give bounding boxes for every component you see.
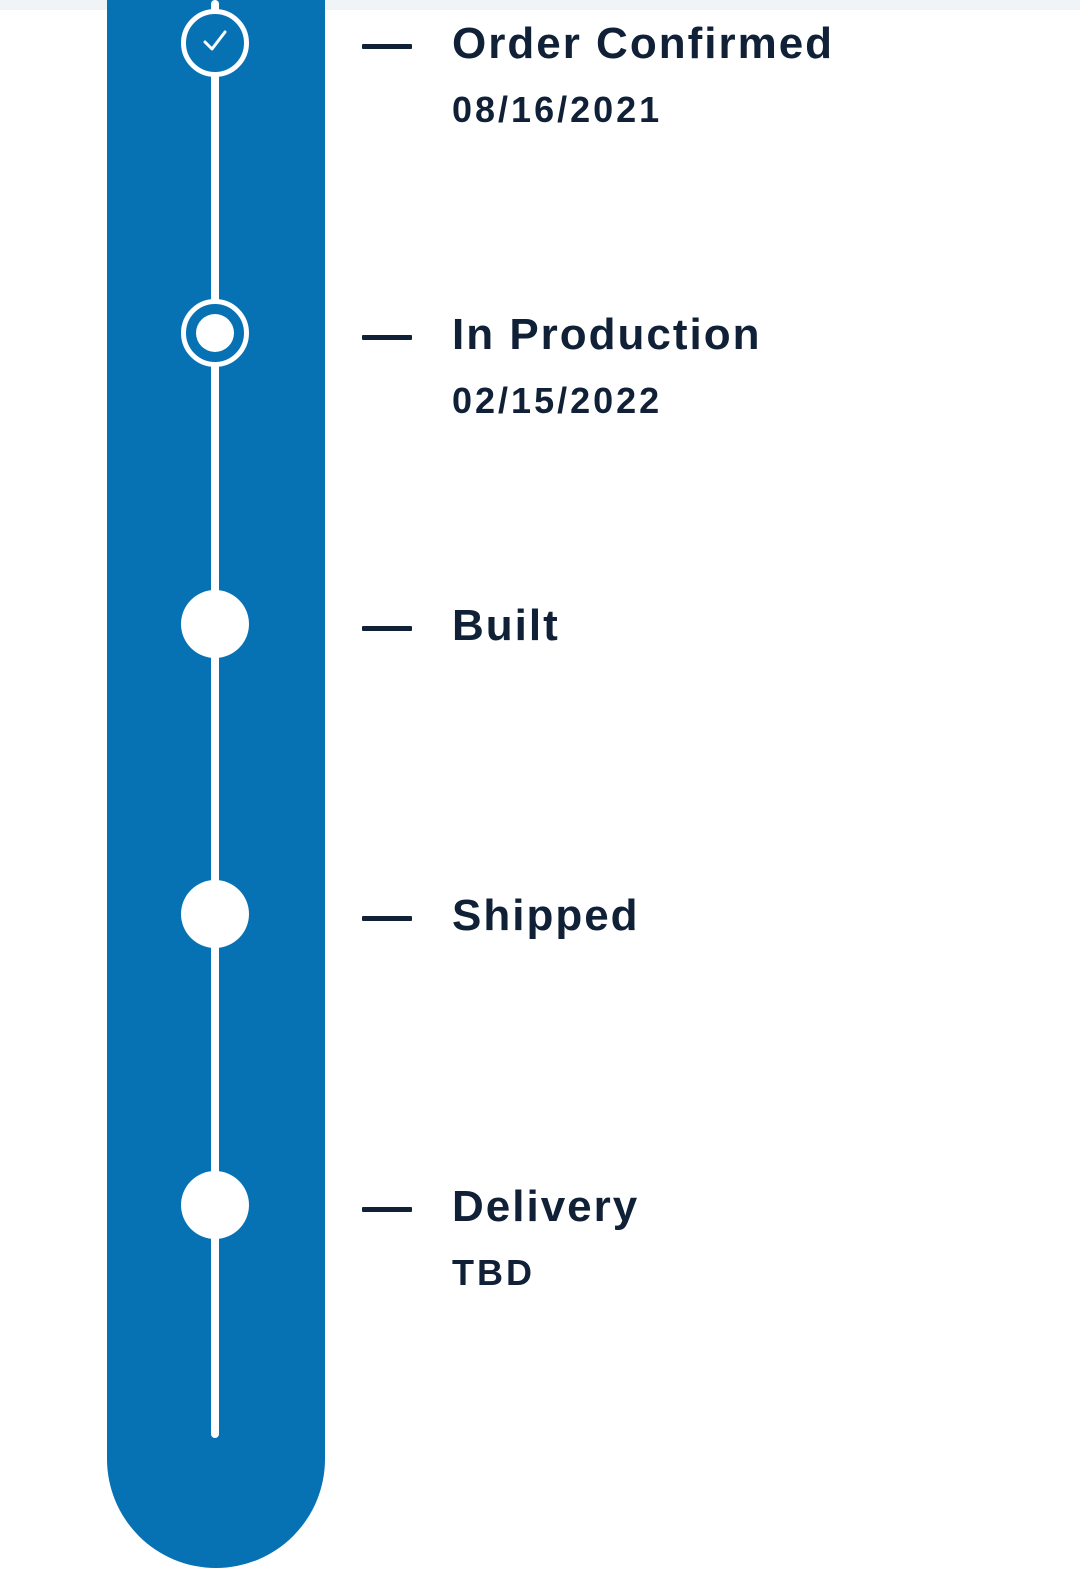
step-1-connector-dash <box>362 44 412 49</box>
current-step-icon <box>196 314 234 352</box>
step-4-label: Shipped <box>452 891 640 940</box>
step-5-date: TBD <box>452 1252 535 1293</box>
checkmark-icon <box>198 24 232 63</box>
step-5-label: Delivery <box>452 1182 640 1231</box>
step-2-current-node <box>181 299 249 367</box>
step-3-pending-node <box>181 590 249 658</box>
progress-line <box>211 0 219 1438</box>
step-1-check-node <box>181 9 249 77</box>
step-5-connector-dash <box>362 1207 412 1212</box>
step-3-connector-dash <box>362 626 412 631</box>
top-divider <box>0 0 1080 10</box>
step-2-connector-dash <box>362 335 412 340</box>
step-2-date: 02/15/2022 <box>452 380 663 421</box>
step-1-date: 08/16/2021 <box>452 89 663 130</box>
step-4-connector-dash <box>362 916 412 921</box>
step-1-label: Order Confirmed <box>452 19 835 68</box>
step-3-label: Built <box>452 601 560 650</box>
step-5-pending-node <box>181 1171 249 1239</box>
step-2-label: In Production <box>452 310 762 359</box>
step-4-pending-node <box>181 880 249 948</box>
